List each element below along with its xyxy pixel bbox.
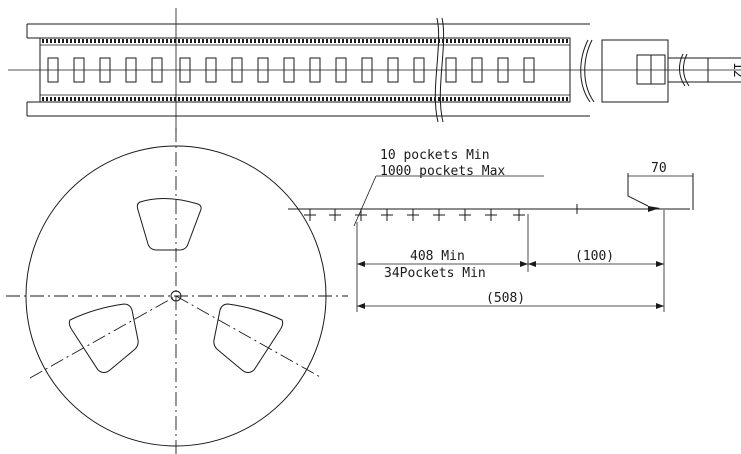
break-mark-1a <box>434 17 440 123</box>
reel-window-right <box>213 303 284 373</box>
pockets-34-label: 34Pockets Min <box>384 266 486 281</box>
tape-side-view: 10 pockets Min 1000 pockets Max 70 408 M… <box>288 148 694 312</box>
pocket <box>445 57 457 83</box>
pocket <box>497 57 509 83</box>
reel-spoke-left <box>29 295 177 379</box>
break-mark-3a <box>679 53 686 87</box>
pocket <box>387 57 399 83</box>
pockets-max-label: 1000 pockets Max <box>380 164 505 179</box>
pocket <box>309 57 321 83</box>
pockets-min-label: 10 pockets Min <box>380 148 490 163</box>
pocket <box>125 57 137 83</box>
pocket-marker <box>433 209 445 221</box>
pocket <box>151 57 163 83</box>
break-mark-3b <box>683 53 690 87</box>
edge-label: 12 <box>730 62 741 78</box>
pocket <box>335 57 347 83</box>
pocket <box>205 57 217 83</box>
pocket-marker <box>459 209 471 221</box>
reel-spoke-right <box>175 295 323 379</box>
pocket-marker <box>485 209 497 221</box>
pocket <box>361 57 373 83</box>
carrier-tape-top-view: 12 <box>8 8 741 130</box>
pocket-marker <box>407 209 419 221</box>
pocket <box>231 57 243 83</box>
break-mark-1b <box>439 17 445 123</box>
break-mark-2b <box>584 39 595 103</box>
pocket <box>471 57 483 83</box>
pocket <box>73 57 85 83</box>
pocket <box>523 57 535 83</box>
pocket <box>257 57 269 83</box>
pocket-marker <box>513 209 525 221</box>
pocket-markers <box>304 209 525 221</box>
reel-front-view <box>6 128 348 454</box>
pocket <box>47 57 59 83</box>
pocket <box>179 57 191 83</box>
pocket <box>413 57 425 83</box>
pocket-marker <box>304 209 316 221</box>
dim-70-arrowhead <box>648 206 660 212</box>
pocket-marker <box>329 209 341 221</box>
reel-window-top <box>136 198 202 251</box>
leader-line-1 <box>353 175 377 227</box>
reel-window-left <box>68 303 139 373</box>
dim-100-label: (100) <box>575 249 614 264</box>
tape-pockets <box>47 57 535 83</box>
dim-508-label: (508) <box>486 291 525 306</box>
break-mark-2a <box>580 39 591 103</box>
pocket <box>99 57 111 83</box>
pocket <box>283 57 295 83</box>
dim-70-label: 70 <box>651 161 667 176</box>
dim-408-label: 408 Min <box>410 249 465 264</box>
dim-70-extension <box>627 173 649 207</box>
leader-section <box>601 39 669 103</box>
pocket-marker <box>381 209 393 221</box>
tape-body <box>39 37 571 103</box>
